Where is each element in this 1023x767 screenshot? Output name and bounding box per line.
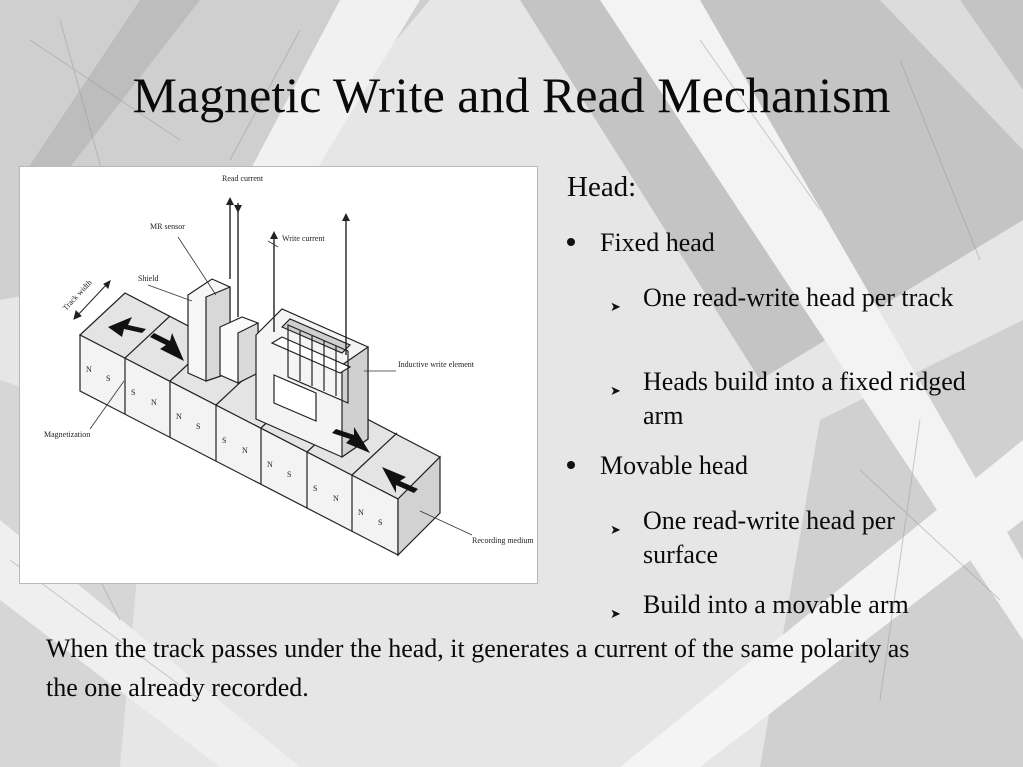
magnetization-label: Magnetization [44, 430, 90, 439]
shield-label: Shield [138, 274, 158, 283]
slide-title: Magnetic Write and Read Mechanism [132, 67, 891, 123]
svg-text:N: N [176, 412, 182, 421]
chevron-right-icon: ➤ [610, 384, 621, 399]
svg-text:S: S [287, 470, 291, 479]
svg-text:N: N [333, 494, 339, 503]
mr-sensor-label: MR sensor [150, 222, 185, 231]
write-element-label: Inductive write element [398, 360, 475, 369]
head-heading: Head: [567, 171, 637, 203]
svg-text:S: S [106, 374, 110, 383]
svg-text:N: N [242, 446, 248, 455]
svg-text:S: S [378, 518, 382, 527]
chevron-right-icon: ➤ [610, 523, 621, 538]
svg-text:S: S [222, 436, 226, 445]
svg-text:S: S [313, 484, 317, 493]
write-current-label: Write current [282, 234, 325, 243]
read-current-label: Read current [222, 174, 264, 183]
footer-text: When the track passes under the head, it… [46, 634, 910, 702]
bullet-dot-icon [567, 461, 575, 469]
track-width-label: Track width [61, 278, 94, 312]
bullet-dot-icon [567, 238, 575, 246]
svg-text:N: N [86, 365, 92, 374]
chevron-right-icon: ➤ [610, 300, 621, 315]
head-diagram: N S S N N S S N N S S N N S Read current… [19, 166, 538, 584]
svg-text:S: S [196, 422, 200, 431]
svg-text:N: N [151, 398, 157, 407]
svg-text:N: N [358, 508, 364, 517]
pole-labels: N S S N N S S N N S S N N S [86, 365, 382, 527]
svg-text:N: N [267, 460, 273, 469]
recording-medium-label: Recording medium [472, 536, 534, 545]
chevron-right-icon: ➤ [610, 607, 621, 622]
svg-text:S: S [131, 388, 135, 397]
